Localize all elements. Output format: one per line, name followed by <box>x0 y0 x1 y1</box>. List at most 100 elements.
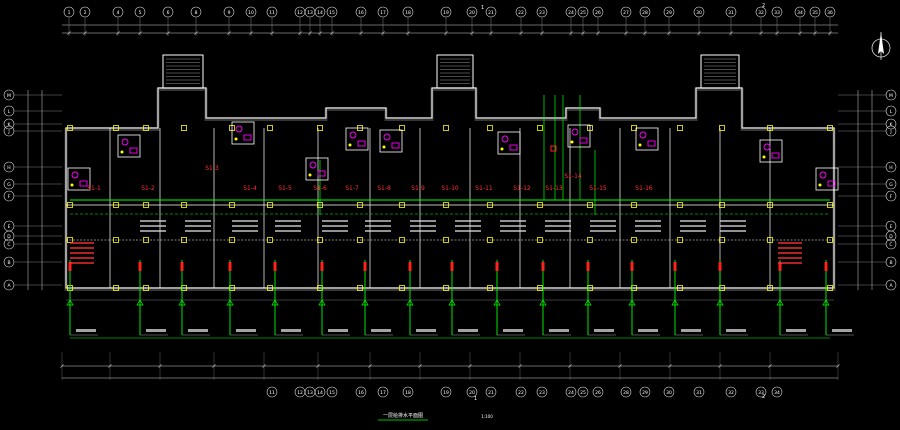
riser-pipe <box>824 262 828 271</box>
note-text-line <box>590 225 616 227</box>
grid-bubble-bottom <box>515 386 527 398</box>
note-text-line <box>500 225 526 227</box>
grid-label-top: 30 <box>696 10 702 16</box>
unit-label: S1-13 <box>545 185 563 192</box>
grid-label-left: E <box>8 224 11 230</box>
structural-column <box>537 125 543 131</box>
toilet-icon <box>71 171 79 179</box>
restroom-room <box>759 139 783 163</box>
sink-icon <box>357 140 366 147</box>
note-text-line <box>365 220 391 222</box>
structural-column <box>143 285 149 291</box>
structural-column <box>719 202 725 208</box>
wall-hatch <box>64 88 836 291</box>
note-text-line <box>232 220 258 222</box>
grid-bubble-bottom <box>577 386 589 398</box>
grid-label-top: 14 <box>317 10 323 16</box>
riser-pipe <box>450 262 454 271</box>
riser-pipe <box>495 262 499 271</box>
grid-label-top: 12 <box>297 10 303 16</box>
note-text-line <box>185 220 211 222</box>
structural-column <box>399 237 405 243</box>
structural-column <box>827 125 833 131</box>
grid-label-right: J <box>889 129 891 135</box>
grid-bubble-bottom <box>402 386 414 398</box>
grid-label-right: K <box>890 122 894 128</box>
grid-label-left: F <box>8 194 11 200</box>
structural-column <box>267 237 273 243</box>
structural-column <box>229 202 235 208</box>
structural-column <box>827 202 833 208</box>
structural-column <box>587 285 593 291</box>
grid-label-bottom: 20 <box>469 390 475 396</box>
note-text-line <box>410 220 436 222</box>
note-text-line <box>455 225 481 227</box>
stair-tower <box>162 54 204 89</box>
grid-label-top: 18 <box>405 10 411 16</box>
grid-label-left: L <box>8 109 11 115</box>
structural-column <box>181 237 187 243</box>
grid-label-top: 34 <box>797 10 803 16</box>
note-text-line <box>275 230 301 232</box>
grid-label-bottom: 16 <box>358 390 364 396</box>
grid-label-right: D <box>889 234 893 240</box>
valve-icon <box>776 299 784 306</box>
toilet-icon <box>349 131 357 139</box>
structural-column <box>537 285 543 291</box>
grid-label-right: G <box>889 182 893 188</box>
structural-column <box>719 285 725 291</box>
grid-label-top: 19 <box>443 10 449 16</box>
unit-label: S1-12 <box>513 185 531 192</box>
grid-label-top: 17 <box>380 10 386 16</box>
grid-label-right: E <box>890 224 893 230</box>
toilet-icon <box>819 171 827 179</box>
note-text-line <box>720 225 746 227</box>
structural-column <box>443 237 449 243</box>
structural-column <box>113 202 119 208</box>
note-text-line <box>185 225 211 227</box>
grid-label-top: 4 <box>117 10 120 16</box>
pipe-annotation <box>281 329 301 332</box>
grid-label-left: J <box>7 129 9 135</box>
restroom-room <box>67 167 91 191</box>
grid-label-top: 2 <box>84 10 87 16</box>
grid-bubble-bottom <box>355 386 367 398</box>
note-text-line <box>232 225 258 227</box>
grid-label-bottom: 31 <box>696 390 702 396</box>
restroom-room <box>567 124 591 148</box>
restroom-room <box>305 157 329 181</box>
toilet-icon <box>571 128 579 136</box>
grid-label-left: K <box>8 122 12 128</box>
grid-label-bottom: 17 <box>380 390 386 396</box>
grid-label-top: 24 <box>568 10 574 16</box>
grid-bubble-bottom <box>620 386 632 398</box>
note-text-line <box>410 230 436 232</box>
structural-column <box>487 202 493 208</box>
structural-column <box>537 202 543 208</box>
structural-column <box>719 237 725 243</box>
note-text-line <box>545 225 571 227</box>
section-mark-2: 2 <box>762 3 765 9</box>
sanitary-fixtures <box>67 121 839 191</box>
structural-column <box>67 125 73 131</box>
note-text-line <box>410 225 436 227</box>
toilet-icon <box>121 138 129 146</box>
note-text-line <box>680 230 706 232</box>
structural-column <box>399 202 405 208</box>
grid-label-bottom: 24 <box>568 390 574 396</box>
grid-label-left: C <box>7 242 10 248</box>
spec-note-line <box>778 262 802 264</box>
grid-label-top: 13 <box>307 10 313 16</box>
grid-bubble-bottom <box>693 386 705 398</box>
structural-column <box>181 285 187 291</box>
valve-icon <box>178 299 186 306</box>
structural-column <box>767 202 773 208</box>
grid-label-top: 11 <box>269 10 275 16</box>
grid-label-top: 32 <box>758 10 764 16</box>
spec-note-line <box>778 242 802 244</box>
note-text-line <box>322 225 348 227</box>
note-text-line <box>140 230 166 232</box>
grid-label-left: A <box>7 283 11 289</box>
sink-icon <box>243 134 252 141</box>
